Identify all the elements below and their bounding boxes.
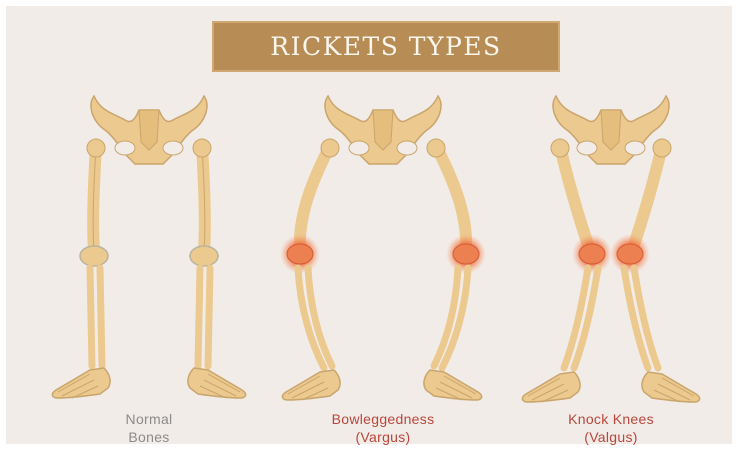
- normal-caption-line2: Bones: [59, 428, 239, 446]
- normal-caption-line1: Normal: [59, 410, 239, 428]
- normal-bones-caption: Normal Bones: [59, 410, 239, 446]
- bowleggedness-caption: Bowleggedness (Vargus): [293, 410, 473, 446]
- normal-skeleton: [52, 96, 245, 398]
- illustration-canvas: RICKETS TYPES: [6, 6, 732, 444]
- knock-knees-caption-line1: Knock Knees: [521, 410, 701, 428]
- knock-knee-skeleton: [522, 96, 699, 402]
- bowleggedness-caption-line1: Bowleggedness: [293, 410, 473, 428]
- knock-knees-caption: Knock Knees (Valgus): [521, 410, 701, 446]
- knock-knees-caption-line2: (Valgus): [521, 428, 701, 446]
- bowlegged-skeleton: [280, 96, 486, 400]
- skeleton-illustrations: [6, 6, 732, 444]
- bowleggedness-caption-line2: (Vargus): [293, 428, 473, 446]
